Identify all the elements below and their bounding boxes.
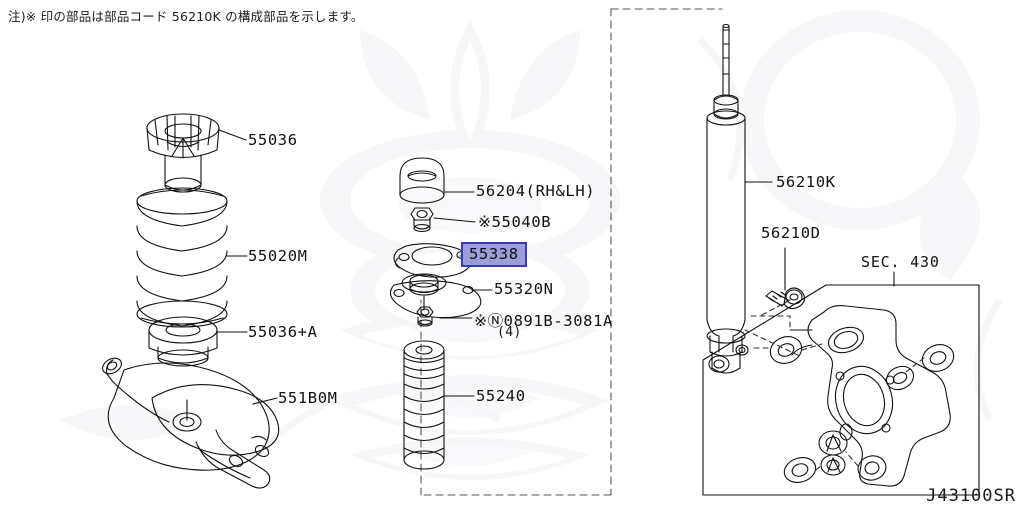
part-56210D-mount-bolt [765, 287, 806, 310]
part-label-56204[interactable]: 56204(RH&LH) [476, 182, 596, 200]
part-label-55040B[interactable]: ※55040B [478, 213, 552, 231]
part-55036-upper-spring-seat [146, 113, 220, 193]
dashed-group-box-strut [420, 8, 723, 496]
part-rear-knuckle-assembly [769, 305, 955, 487]
part-55036A-lower-spring-seat [148, 316, 218, 367]
part-56210K-shock-absorber [706, 23, 749, 374]
part-label-56210D[interactable]: 56210D [761, 224, 821, 242]
part-55338-mounting-plate [393, 243, 471, 278]
part-label-55338[interactable]: 55338 [461, 242, 527, 267]
part-label-56210K[interactable]: 56210K [776, 173, 836, 191]
part-55020M-coil-spring [136, 187, 228, 328]
part-56204-dust-cap [399, 157, 445, 204]
leader-lines [216, 129, 895, 405]
knuckle-assembly-guide-lines [744, 299, 925, 471]
sec-430-box [702, 284, 980, 496]
part-label-55036-A[interactable]: 55036+A [248, 323, 318, 341]
diagram-note: 注)※ 印の部品は部品コード 56210K の構成部品を示します。 [8, 9, 364, 24]
part-label-55020M[interactable]: 55020M [248, 247, 308, 265]
part-label-551B0M[interactable]: 551B0M [278, 389, 338, 407]
part-label-55320N[interactable]: 55320N [494, 280, 554, 298]
part-label-0891B-3081A[interactable]: ※Ⓝ0891B-3081A [474, 312, 613, 330]
part-label-55240[interactable]: 55240 [476, 387, 526, 405]
part-55240-bound-bumper [403, 340, 445, 470]
part-label-55036[interactable]: 55036 [248, 131, 298, 149]
part-quantity-0891B-3081A: (4) [497, 325, 522, 340]
part-55320N-strut-mount [389, 273, 482, 327]
part-551B0M-rear-lower-link [102, 357, 280, 489]
part-55040B-nut [410, 207, 434, 233]
section-reference-label[interactable]: SEC. 430 [861, 253, 940, 271]
diagram-code: J43100SR [926, 486, 1016, 506]
